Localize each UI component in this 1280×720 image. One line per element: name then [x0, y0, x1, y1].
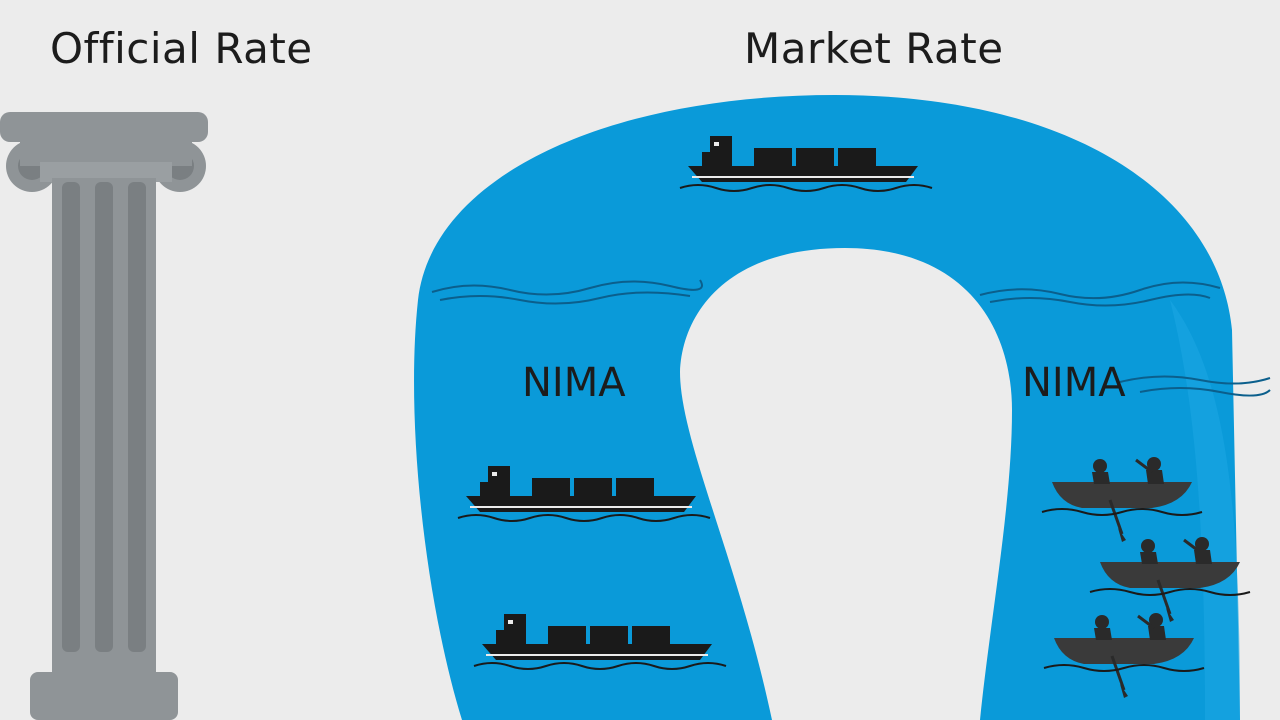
river-label-right: NIMA: [1022, 360, 1126, 406]
ionic-column-icon: [0, 112, 208, 720]
river-arch: [414, 95, 1241, 720]
market-rate-title: Market Rate: [744, 24, 1004, 73]
river-label-left: NIMA: [522, 360, 626, 406]
water-waves: [431, 279, 1271, 397]
official-rate-title: Official Rate: [50, 24, 313, 73]
